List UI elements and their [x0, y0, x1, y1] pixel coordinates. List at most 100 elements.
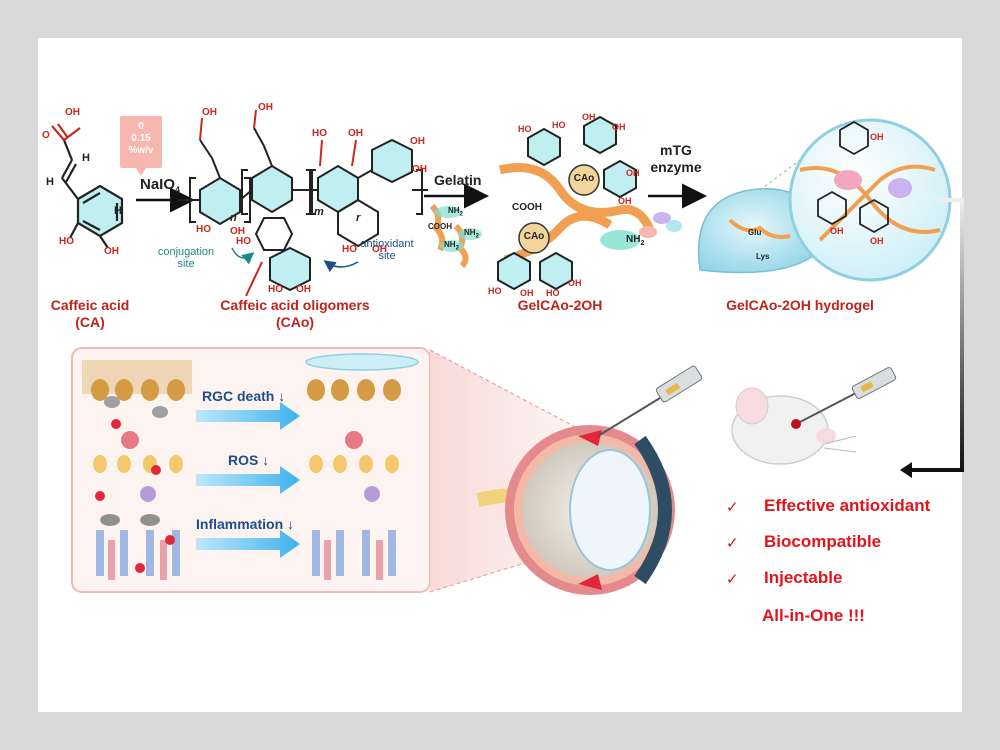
- ca-h-2: H: [46, 176, 54, 188]
- conj-ho-9: HO: [546, 288, 560, 298]
- oxidant-subscript: 4: [175, 185, 181, 195]
- effect-ros: ROS ↓: [228, 452, 270, 468]
- conj-oh-5: OH: [626, 168, 640, 178]
- conj-ho-1: HO: [518, 124, 532, 134]
- conjugate-nh2-sub: 2: [640, 240, 645, 247]
- effect-arrows: [196, 402, 300, 558]
- all-in-one-label: All-in-One !!!: [762, 606, 865, 625]
- flow-arrow-side: [912, 198, 964, 472]
- repeat-n: n: [230, 212, 237, 224]
- repeat-m: m: [314, 206, 324, 218]
- concentration-line-1: 0: [138, 121, 144, 132]
- caffeic-acid-label: Caffeic acid (CA): [30, 297, 150, 331]
- conj-oh-6: OH: [618, 196, 632, 206]
- flow-arrow-side-head: [900, 462, 912, 478]
- syringe-mouse: [799, 367, 897, 423]
- check-icon-2: ✓: [726, 534, 739, 552]
- oligomer-label: Caffeic acid oligomers (CAo): [195, 297, 395, 331]
- oxidant-text: NaIO: [140, 176, 176, 193]
- antioxidant-line-2: site: [378, 250, 396, 262]
- enzyme-blobs: [639, 212, 682, 238]
- cao-ho-11: HO: [236, 236, 251, 247]
- caffeic-acid-name: Caffeic acid: [50, 297, 130, 313]
- hydrogel-glu: Glu: [748, 228, 762, 237]
- cao-oh-1: OH: [202, 107, 217, 118]
- hydrogel-illustration: [697, 118, 952, 282]
- cao-oh-6: OH: [412, 164, 427, 175]
- benefit-effective-antioxidant: Effective antioxidant: [764, 496, 931, 515]
- gelcao-conjugate-structure: [497, 115, 655, 291]
- enzyme-line-2: enzyme: [650, 159, 702, 175]
- conjugate-nh2: NH2: [626, 234, 644, 247]
- cao-oh-10: OH: [372, 244, 387, 255]
- gelatin-nh2-2: NH2: [444, 240, 459, 252]
- gelatin-nh2-1-sub: 2: [459, 211, 463, 218]
- conjugate-label: GelCAo-2OH: [517, 297, 603, 313]
- conjugation-arrow: [231, 247, 255, 265]
- check-icon-1: ✓: [726, 498, 739, 516]
- ca-oh-bottom: OH: [104, 246, 119, 257]
- gelatin-nh2-3-text: NH: [464, 228, 476, 237]
- gelatin-nh2-1: NH2: [448, 206, 463, 218]
- retina-layers-right: [305, 353, 419, 580]
- syringe-eye: [597, 365, 703, 437]
- cao-oh-5: OH: [410, 136, 425, 147]
- oxidant-label: NaIO4: [140, 176, 180, 195]
- conj-oh-8: OH: [520, 288, 534, 298]
- effect-inflammation: Inflammation ↓: [196, 516, 295, 532]
- cao-bead-1: CAo: [573, 173, 595, 184]
- gelatin-strands: [429, 203, 482, 269]
- ca-oh-top: OH: [65, 107, 80, 118]
- cao-oh-8: OH: [230, 226, 245, 237]
- cao-ho-3: HO: [312, 128, 327, 139]
- conj-ho-2: HO: [552, 120, 566, 130]
- benefit-biocompatible: Biocompatible: [764, 532, 882, 551]
- conjugation-site-label: conjugation site: [144, 246, 228, 270]
- antioxidant-site-label: antioxidant site: [350, 238, 424, 262]
- oligomer-structure: [178, 109, 428, 297]
- ca-ho-bottom: HO: [59, 236, 74, 247]
- hydrogel-label: GelCAo-2OH hydrogel: [726, 297, 874, 313]
- ca-o-top: O: [42, 130, 50, 141]
- cao-ho-7: HO: [196, 224, 211, 235]
- caffeic-acid-structure: [51, 123, 124, 249]
- concentration-label: 0 0.15 %w/v: [120, 121, 162, 157]
- antioxidant-line-1: antioxidant: [360, 238, 414, 250]
- cao-ho-9: HO: [342, 244, 357, 255]
- bubble-oh-2: OH: [830, 226, 844, 236]
- gelatin-nh2-3-sub: 2: [475, 233, 479, 240]
- oligomer-name: Caffeic acid oligomers: [220, 297, 370, 313]
- antioxidant-arrow: [323, 260, 359, 273]
- cao-oh-4: OH: [348, 128, 363, 139]
- gelatin-cooh: COOH: [428, 222, 452, 231]
- oligomer-abbr: (CAo): [275, 314, 315, 330]
- gelatin-label: Gelatin: [434, 172, 482, 188]
- caffeic-acid-abbr: (CA): [75, 314, 105, 330]
- cao-oh-13: OH: [296, 284, 311, 295]
- concentration-box: [120, 116, 162, 168]
- concentration-box-pointer: [136, 168, 146, 176]
- enzyme-line-1: mTG: [660, 142, 692, 158]
- bubble-oh-3: OH: [870, 132, 884, 142]
- conj-oh-10: OH: [568, 278, 582, 288]
- bubble-oh-1: OH: [870, 236, 884, 246]
- gelatin-nh2-2-text: NH: [444, 240, 456, 249]
- cao-bead-2: CAo: [523, 231, 545, 242]
- conj-oh-3: OH: [582, 112, 596, 122]
- repeat-r: r: [356, 212, 361, 224]
- conj-ho-7: HO: [488, 286, 502, 296]
- conjugation-line-2: site: [177, 258, 195, 270]
- conjugate-cooh: COOH: [512, 202, 542, 213]
- cao-ho-12: HO: [268, 284, 283, 295]
- effect-rgc-death: RGC death ↓: [202, 388, 286, 404]
- conj-oh-4: OH: [612, 122, 626, 132]
- ca-h-3: H: [114, 205, 122, 217]
- eye-cross-section: [476, 425, 675, 595]
- gelatin-nh2-2-sub: 2: [455, 245, 459, 252]
- retina-layers-left: [82, 360, 192, 580]
- conjugate-nh2-text: NH: [626, 234, 641, 245]
- concentration-line-2: 0.15: [131, 133, 151, 144]
- ca-h-1: H: [82, 152, 90, 164]
